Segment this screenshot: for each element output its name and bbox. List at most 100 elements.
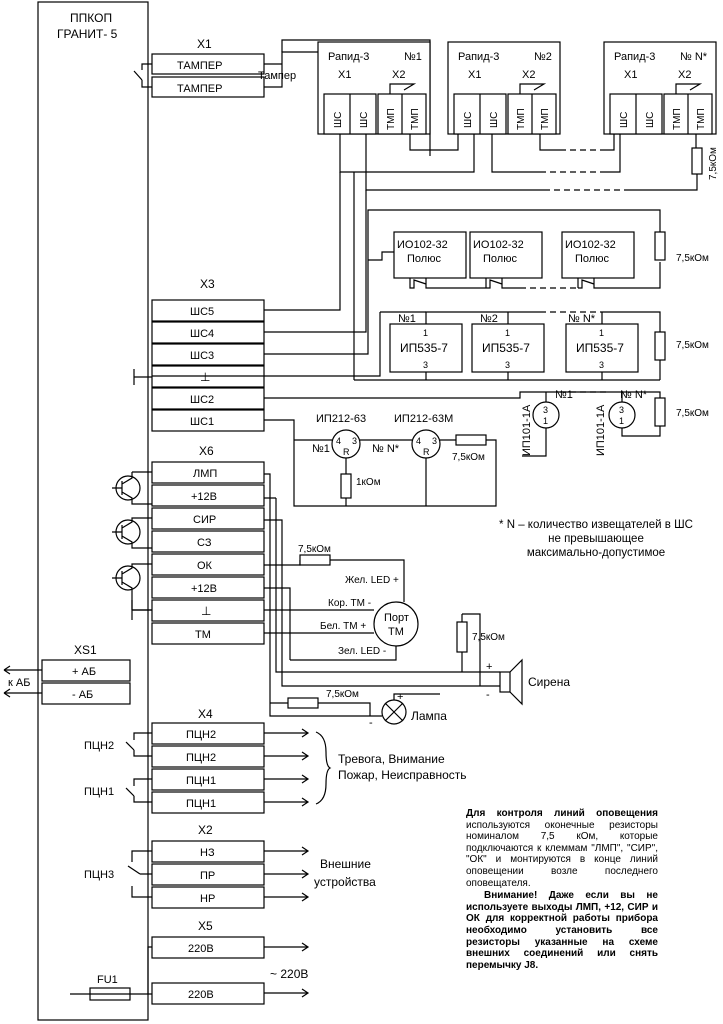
lamp-plus: + <box>397 691 403 703</box>
battery-label: к АБ <box>8 677 30 689</box>
port-tm-line2: ТМ <box>388 626 404 638</box>
x4-output-line1: Тревога, Внимание <box>338 752 445 766</box>
port-yellow-led: Жел. LED + <box>345 575 399 586</box>
ip101-n-pin1: 1 <box>619 416 624 426</box>
x5-output-arrows <box>264 942 310 998</box>
ip101-n-pin3: 3 <box>619 405 624 415</box>
x6-terminal-ground: ⊥ <box>201 604 211 618</box>
siren-plus: + <box>486 661 492 673</box>
ip535-1-pin3: 3 <box>423 360 428 370</box>
rapid-2-number: №2 <box>534 51 552 63</box>
x4-relay-pcn2: ПЦН2 <box>84 740 114 752</box>
x4-output-arrows <box>264 728 332 807</box>
ip535-2-num: №2 <box>480 313 498 325</box>
x3-terminal-sh5: ШС5 <box>190 306 214 318</box>
x3-terminal-sh1: ШС1 <box>190 416 214 428</box>
x2-terminal-block <box>151 840 265 909</box>
io102-2-line1: ИО102-32 <box>473 239 524 251</box>
ip212-n-name: ИП212-63М <box>394 413 453 425</box>
ip535-1-num: №1 <box>398 313 416 325</box>
ip101-1-pin1: 1 <box>543 416 548 426</box>
ip212-end-resistor-label: 7,5кОм <box>452 452 485 463</box>
x2-terminal-pr: ПР <box>200 870 215 882</box>
rapid-1-sh2: ШС <box>359 112 370 128</box>
io102-n-line2: Полюс <box>575 253 609 265</box>
rapid-2-tmp2: ТМП <box>540 108 551 130</box>
x1-terminal-tamper-2: ТАМПЕР <box>177 83 222 95</box>
io102-1-line2: Полюс <box>407 253 441 265</box>
port-kor-tm: Кор. ТМ - <box>328 598 371 609</box>
ip535-n-pin1: 1 <box>599 328 604 338</box>
port-tm-line1: Порт <box>384 612 409 624</box>
port-green-led: Зел. LED - <box>338 646 386 657</box>
footnote-line1: * N – количество извещателей в ШС <box>499 519 693 531</box>
xs1-terminal-minus: - АБ <box>72 689 93 701</box>
port-tm <box>264 554 419 661</box>
ip212-n-p3: 3 <box>432 436 437 446</box>
ip101-1-pin3: 3 <box>543 405 548 415</box>
note-body: используются оконечные резисторы номинал… <box>466 819 658 889</box>
x6-terminal-12v-2: +12В <box>191 583 217 595</box>
ip101-detectors <box>264 391 666 457</box>
x5-terminal-block <box>151 936 265 1005</box>
x6-terminal-ok: ОК <box>197 560 213 572</box>
x6-terminal-sir: СИР <box>193 514 216 526</box>
ip212-1-pR: R <box>343 447 350 457</box>
x4-relay-pcn1: ПЦН1 <box>84 786 114 798</box>
port-bel-tm: Бел. ТМ + <box>320 621 366 632</box>
x2-output-line1: Внешние <box>320 857 371 871</box>
siren-label: Сирена <box>528 675 570 689</box>
ip535-1-pin1: 1 <box>423 328 428 338</box>
mains-label: ~ 220В <box>270 967 308 981</box>
x3-label: X3 <box>200 277 215 291</box>
x2-terminal-nz: НЗ <box>200 847 215 859</box>
x5-terminal-2: 220В <box>188 989 214 1001</box>
ip101-n-num: № N* <box>620 389 648 401</box>
x3-terminal-sh4: ШС4 <box>190 328 214 340</box>
port-resistor-label: 7,5кОм <box>298 544 331 555</box>
rapid-n-number: № N* <box>680 51 708 63</box>
note-paragraph: Для контроля линий оповещения используют… <box>466 808 658 889</box>
rapid-1-tmp2: ТМП <box>410 108 421 130</box>
battery-arrows <box>3 665 42 698</box>
rapid-detector-2 <box>447 41 561 135</box>
x3-ground-symbol <box>133 369 152 385</box>
x3-terminal-block <box>151 299 265 432</box>
io102-n-line1: ИО102-32 <box>565 239 616 251</box>
lamp-label: Лампа <box>411 709 447 723</box>
ip535-1-name: ИП535-7 <box>400 341 448 355</box>
ip212-n-pR: R <box>423 447 430 457</box>
rapid-2-sh2: ШС <box>489 112 500 128</box>
siren-minus: - <box>486 689 490 701</box>
rapid-2-sh1: ШС <box>463 112 474 128</box>
rapid-wiring <box>264 134 703 333</box>
x4-label: X4 <box>198 707 213 721</box>
rapid-n-sh1: ШС <box>619 112 630 128</box>
footnote-line2: не превышающее <box>548 533 644 545</box>
io102-end-resistor-label: 7,5кОм <box>676 253 709 264</box>
ip535-n-pin3: 3 <box>599 360 604 370</box>
ip535-n-name: ИП535-7 <box>576 341 624 355</box>
x4-terminal-4: ПЦН1 <box>186 798 216 810</box>
xs1-terminal-plus: + АБ <box>72 666 96 678</box>
x2-terminal-nr: НР <box>200 893 215 905</box>
ip101-1-num: №1 <box>555 389 573 401</box>
ip212-1-num: №1 <box>312 443 330 455</box>
tamper-switch-symbol <box>133 63 152 88</box>
x5-terminal-1: 220В <box>188 943 214 955</box>
ip535-n-num: № N* <box>568 313 596 325</box>
note-heading: Для контроля линий оповещения <box>466 808 658 819</box>
x2-relay-pcn3: ПЦН3 <box>84 869 114 881</box>
rapid-2-title: Рапид-3 <box>458 51 499 63</box>
rapid-2-x2: X2 <box>522 69 535 81</box>
tamper-label: Тампер <box>258 70 296 82</box>
rapid-1-title: Рапид-3 <box>328 51 369 63</box>
io102-detectors <box>264 209 666 355</box>
ip101-1-name: ИП101-1А <box>521 404 533 456</box>
rapid-end-resistor-label: 7,5кОм <box>708 147 719 180</box>
transistor-icon <box>112 563 152 611</box>
ip212-n-p4: 4 <box>416 436 421 446</box>
rapid-1-tmp1: ТМП <box>386 108 397 130</box>
rapid-1-x1: X1 <box>338 69 351 81</box>
